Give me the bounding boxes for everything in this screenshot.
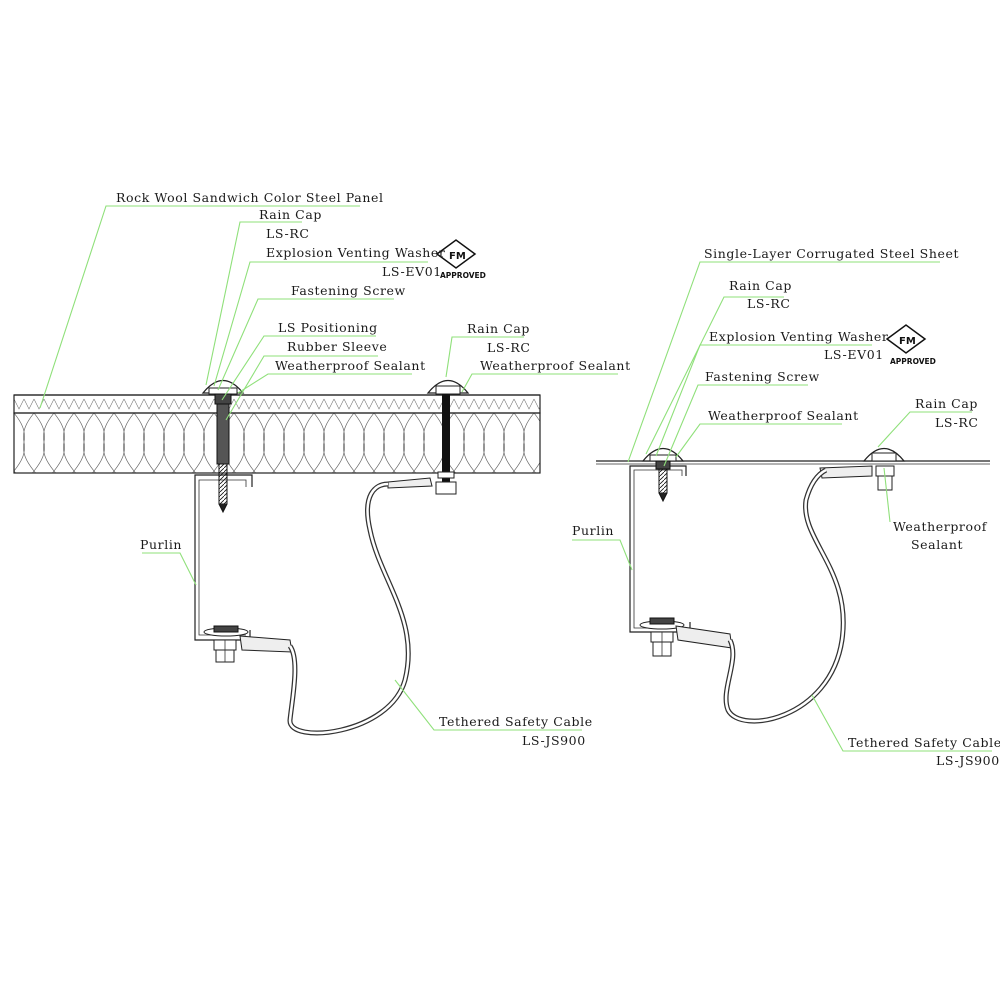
sandwich-panel — [13, 394, 541, 474]
label-rubber-sleeve: Rubber Sleeve — [287, 339, 387, 354]
label-washer-code: LS-EV01 — [824, 347, 884, 362]
label-rain-cap-2-code: LS-RC — [935, 415, 979, 430]
label-rain-cap-code: LS-RC — [747, 296, 791, 311]
label-safety-cable-code: LS-JS900 — [522, 733, 586, 748]
safety-cable-left — [287, 481, 411, 736]
label-weatherproof-sealant-2: Weatherproof Sealant — [480, 358, 631, 373]
label-safety-cable: Tethered Safety Cable — [848, 735, 1000, 750]
label-weatherproof-sealant-2a: Weatherproof — [893, 519, 988, 534]
label-rain-cap-2: Rain Cap — [915, 396, 978, 411]
fm-approved-badge-right: FM APPROVED — [885, 324, 936, 366]
fm-approved-badge-left: FM APPROVED — [435, 239, 486, 280]
label-explosion-washer: Explosion Venting Washer — [709, 329, 889, 344]
label-rain-cap-code: LS-RC — [266, 226, 310, 241]
label-weatherproof-sealant: Weatherproof Sealant — [275, 358, 426, 373]
label-purlin: Purlin — [572, 523, 614, 538]
label-fastening-screw: Fastening Screw — [705, 369, 820, 384]
label-fastening-screw: Fastening Screw — [291, 283, 406, 298]
fastener-screw-right — [641, 447, 685, 503]
label-purlin: Purlin — [140, 537, 182, 552]
left-assembly: FM APPROVED Rock Wool Sandwich Color Ste… — [13, 190, 631, 748]
leaders-right — [572, 261, 992, 752]
label-weatherproof-sealant: Weatherproof Sealant — [708, 408, 859, 423]
svg-text:FM: FM — [449, 251, 466, 262]
label-rain-cap-2: Rain Cap — [467, 321, 530, 336]
svg-text:APPROVED: APPROVED — [890, 357, 936, 366]
label-rain-cap-2-code: LS-RC — [487, 340, 531, 355]
svg-text:FM: FM — [899, 336, 916, 347]
safety-cable-right — [723, 467, 846, 724]
fastener-bolt-left — [387, 379, 470, 495]
label-weatherproof-sealant-2b: Sealant — [911, 537, 963, 552]
label-ls-positioning: LS Positioning — [278, 320, 378, 335]
label-rain-cap: Rain Cap — [259, 207, 322, 222]
svg-text:APPROVED: APPROVED — [440, 271, 486, 280]
fastener-bolt-right — [819, 447, 906, 491]
label-safety-cable-code: LS-JS900 — [936, 753, 1000, 768]
label-washer-code: LS-EV01 — [382, 264, 442, 279]
label-steel-sheet: Single-Layer Corrugated Steel Sheet — [704, 246, 959, 261]
label-sandwich-panel: Rock Wool Sandwich Color Steel Panel — [116, 190, 384, 205]
label-safety-cable: Tethered Safety Cable — [439, 714, 593, 729]
purlin-bolt-left — [203, 625, 293, 663]
label-rain-cap: Rain Cap — [729, 278, 792, 293]
right-assembly: FM APPROVED Single-Layer Corrugated Stee… — [572, 246, 1000, 768]
purlin-bolt-right — [639, 617, 733, 657]
label-explosion-washer: Explosion Venting Washer — [266, 245, 446, 260]
leaders-left — [39, 205, 618, 731]
